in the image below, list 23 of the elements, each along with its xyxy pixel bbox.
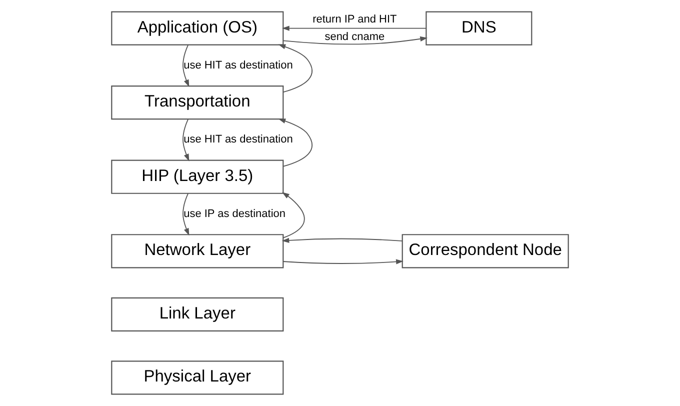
edge-label: use IP as destination (184, 208, 286, 220)
arrow (282, 238, 402, 243)
arrow (182, 118, 190, 162)
node-box: HIP (Layer 3.5) (111, 160, 284, 194)
node-box: Network Layer (111, 234, 284, 268)
node-box: Physical Layer (111, 360, 284, 395)
arrow (278, 118, 313, 167)
node-box: Correspondent Node (402, 234, 569, 268)
arrow (282, 259, 404, 264)
arrow (282, 192, 305, 238)
edge-label: return IP and HIT (312, 13, 397, 26)
arrow (282, 26, 427, 31)
node-box: DNS (426, 11, 532, 46)
arrow (278, 44, 313, 93)
arrow (182, 44, 190, 88)
arrow (182, 193, 190, 236)
edge-label: use HIT as destination (184, 59, 293, 72)
edge-label: send cname (324, 30, 385, 43)
arrow (282, 36, 428, 45)
node-box: Application (OS) (111, 11, 284, 46)
node-box: Link Layer (111, 297, 284, 332)
edge-label: use HIT as destination (184, 134, 293, 146)
node-box: Transportation (111, 86, 284, 120)
